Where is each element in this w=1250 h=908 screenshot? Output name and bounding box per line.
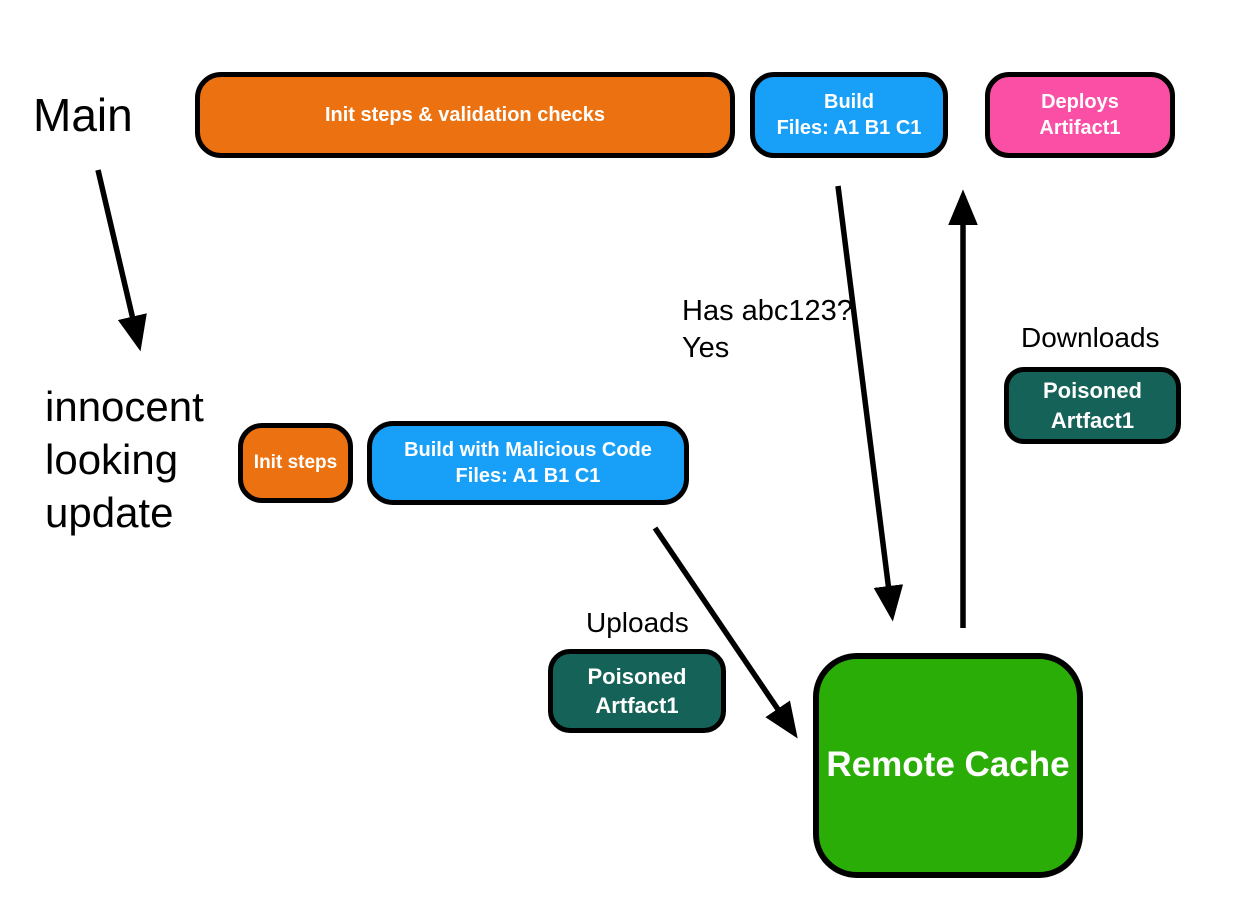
build-malicious-node: Build with Malicious Code Files: A1 B1 C… [367,421,689,505]
uploads-label: Uploads [586,607,689,638]
main-branch-label: Main [33,89,133,141]
arrow-build-to-cache [835,185,904,622]
innocent-update-label: innocent looking update [45,383,204,536]
arrow-upload-to-cache [652,526,798,739]
downloads-label: Downloads [1021,322,1160,353]
poisoned-artifact-download-node: Poisoned Artfact1 [1004,367,1181,444]
build-node: Build Files: A1 B1 C1 [750,72,948,158]
remote-cache-node: Remote Cache [813,653,1083,878]
init-validation-node: Init steps & validation checks [195,72,735,158]
has-abc123-label: Has abc123? Yes [682,295,853,364]
arrow-main-to-update [95,169,147,352]
init-steps-node: Init steps [238,423,353,503]
poisoned-artifact-upload-node: Poisoned Artfact1 [548,649,726,733]
deploys-artifact-node: Deploys Artifact1 [985,72,1175,158]
